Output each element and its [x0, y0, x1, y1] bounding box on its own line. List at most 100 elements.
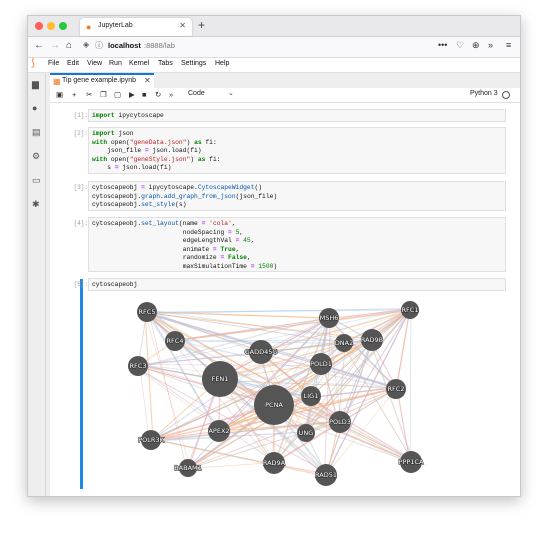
- graph-node-circle[interactable]: [329, 411, 351, 433]
- kernel-name[interactable]: Python 3: [470, 90, 498, 97]
- running-icon[interactable]: ●: [32, 103, 38, 113]
- restart-run-all-icon[interactable]: »: [169, 90, 174, 99]
- close-tab-icon[interactable]: ✕: [179, 21, 186, 30]
- graph-node-circle[interactable]: [297, 424, 315, 442]
- stop-icon[interactable]: ■: [142, 90, 147, 99]
- graph-node-circle[interactable]: [263, 452, 285, 474]
- save-icon[interactable]: ▣: [56, 90, 64, 99]
- graph-edge: [148, 310, 260, 354]
- close-notebook-icon[interactable]: ✕: [144, 76, 151, 85]
- graph-node-circle[interactable]: [208, 420, 230, 442]
- graph-node-rad9a[interactable]: RAD9A: [262, 452, 286, 474]
- tabs-icon[interactable]: ▭: [32, 175, 41, 185]
- property-inspector-icon[interactable]: ⚙: [32, 151, 41, 161]
- graph-node-gadd45g[interactable]: GADD45G: [244, 340, 278, 364]
- graph-node-rfc4[interactable]: RFC4: [165, 331, 185, 351]
- shield-icon[interactable]: ◈: [83, 40, 90, 49]
- paste-icon[interactable]: ▢: [114, 90, 122, 99]
- graph-node-circle[interactable]: [315, 464, 337, 486]
- graph-node-fen1[interactable]: FEN1: [202, 361, 238, 397]
- graph-node-dna2[interactable]: DNA2: [334, 334, 354, 352]
- graph-node-msh6[interactable]: MSH6: [319, 308, 339, 328]
- graph-node-circle[interactable]: [401, 301, 419, 319]
- pocket-icon[interactable]: ♡: [456, 40, 465, 50]
- graph-node-circle[interactable]: [310, 353, 332, 375]
- cut-icon[interactable]: ✂: [86, 90, 93, 99]
- menu-help[interactable]: Help: [215, 60, 230, 67]
- commands-icon[interactable]: ▤: [32, 127, 41, 137]
- hamburger-menu-icon[interactable]: ≡: [506, 40, 512, 50]
- minimize-window-button[interactable]: [47, 22, 55, 30]
- page-actions-icon[interactable]: •••: [438, 40, 448, 50]
- code-cell-3[interactable]: cytoscapeobj = ipycytoscape.CytoscapeWid…: [88, 181, 506, 211]
- graph-node-label: RAD9A: [263, 459, 286, 467]
- overflow-icon[interactable]: »: [488, 40, 494, 50]
- cell-type-select[interactable]: Code: [188, 90, 205, 97]
- graph-node-circle[interactable]: [128, 356, 148, 376]
- close-window-button[interactable]: [35, 22, 43, 30]
- code-cell-2[interactable]: import json with open("geneData.json") a…: [88, 127, 506, 174]
- graph-node-pcna[interactable]: PCNA: [254, 385, 294, 425]
- graph-node-rfc1[interactable]: RFC1: [401, 301, 419, 319]
- graph-node-apex2[interactable]: APEX2: [208, 420, 230, 442]
- graph-node-polr3k[interactable]: POLR3K: [138, 430, 165, 450]
- forward-arrow-icon[interactable]: →: [50, 40, 60, 51]
- browser-tab[interactable]: ● JupyterLab ✕: [80, 18, 192, 36]
- folder-icon[interactable]: ▆: [32, 79, 39, 89]
- menu-edit[interactable]: Edit: [67, 60, 80, 67]
- graph-node-rfc3[interactable]: RFC3: [128, 356, 148, 376]
- graph-node-rad9b[interactable]: RAD9B: [360, 329, 384, 351]
- graph-node-circle[interactable]: [335, 334, 353, 352]
- chevron-down-icon[interactable]: ⌄: [228, 90, 234, 97]
- extension-manager-icon[interactable]: ✱: [32, 199, 40, 209]
- code-cell-5[interactable]: cytoscapeobj: [88, 278, 506, 291]
- graph-node-circle[interactable]: [386, 379, 406, 399]
- graph-node-circle[interactable]: [179, 459, 197, 477]
- zoom-window-button[interactable]: [59, 22, 67, 30]
- code-cell-4[interactable]: cytoscapeobj.set_layout(name = 'cola', n…: [88, 217, 506, 272]
- graph-node-circle[interactable]: [137, 302, 157, 322]
- copy-icon[interactable]: ❐: [100, 90, 107, 99]
- graph-node-rfc5[interactable]: RFC5: [137, 302, 157, 322]
- graph-node-rad51[interactable]: RAD51: [314, 464, 338, 486]
- graph-node-circle[interactable]: [319, 308, 339, 328]
- graph-node-circle[interactable]: [141, 430, 161, 450]
- graph-node-circle[interactable]: [301, 386, 321, 406]
- graph-node-circle[interactable]: [165, 331, 185, 351]
- notebook-toolbar: ▣ + ✂ ❐ ▢ ▶ ■ ↻ » Code ⌄ Python 3: [50, 88, 520, 103]
- extensions-icon[interactable]: ⊕: [472, 40, 480, 50]
- browser-window: ● JupyterLab ✕ + ← → ⌂ ◈ ⓘ localhost :88…: [27, 15, 521, 497]
- graph-node-circle[interactable]: [400, 451, 422, 473]
- home-icon[interactable]: ⌂: [66, 40, 73, 51]
- graph-node-circle[interactable]: [254, 385, 294, 425]
- menu-tabs[interactable]: Tabs: [158, 60, 173, 67]
- cell-prompt: [1]:: [73, 112, 88, 119]
- new-tab-icon[interactable]: +: [198, 18, 206, 32]
- menu-settings[interactable]: Settings: [181, 60, 207, 67]
- notebook-tab[interactable]: ▦ Tip gene example.ipynb ✕: [50, 73, 154, 88]
- graph-node-rfc2[interactable]: RFC2: [386, 379, 406, 399]
- code-cell-1[interactable]: import ipycytoscape: [88, 109, 506, 122]
- graph-node-ung[interactable]: UNG: [297, 424, 315, 442]
- graph-node-pold1[interactable]: POLD1: [309, 353, 333, 375]
- graph-node-label: UNG: [299, 429, 314, 437]
- restart-icon[interactable]: ↻: [155, 90, 162, 99]
- menu-kernel[interactable]: Kernel: [129, 60, 150, 67]
- menu-run[interactable]: Run: [109, 60, 122, 67]
- run-icon[interactable]: ▶: [129, 90, 135, 99]
- menu-view[interactable]: View: [87, 60, 103, 67]
- graph-node-babam1[interactable]: BABAM1: [174, 459, 202, 477]
- graph-node-circle[interactable]: [249, 340, 273, 364]
- graph-node-circle[interactable]: [202, 361, 238, 397]
- url-bar[interactable]: ◈ ⓘ localhost :8888/lab: [81, 40, 426, 53]
- graph-node-pold3[interactable]: POLD3: [328, 411, 352, 433]
- info-icon[interactable]: ⓘ: [95, 41, 103, 50]
- graph-node-circle[interactable]: [361, 329, 383, 351]
- back-arrow-icon[interactable]: ←: [34, 40, 44, 51]
- graph-edge: [175, 310, 410, 341]
- menu-file[interactable]: File: [48, 60, 60, 67]
- graph-node-ppp1ca[interactable]: PPP1CA: [398, 451, 425, 473]
- insert-cell-icon[interactable]: +: [72, 90, 77, 99]
- graph-node-lig1[interactable]: LIG1: [301, 386, 321, 406]
